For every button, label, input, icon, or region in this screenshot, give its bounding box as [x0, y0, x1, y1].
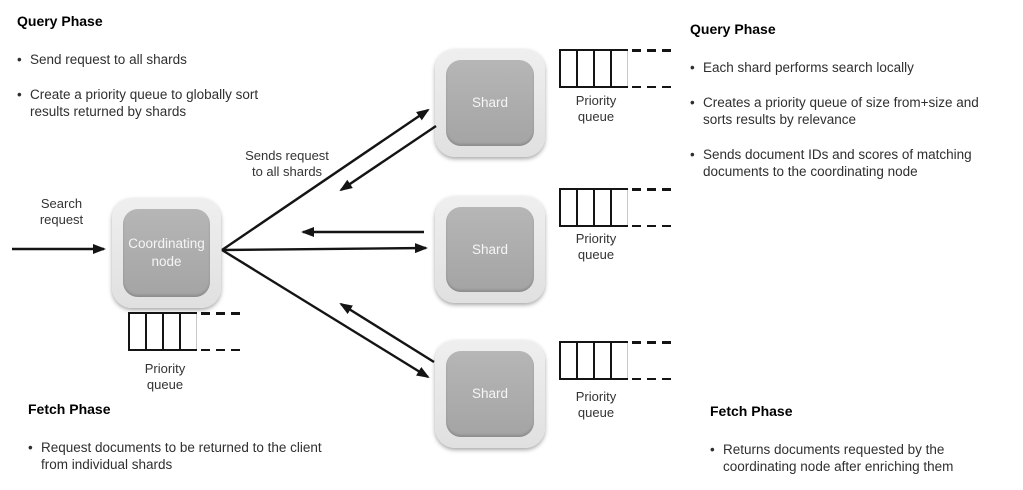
bullet-item: Creates a priority queue of size from+si…	[690, 94, 1010, 128]
shard-node-label: Shard	[446, 351, 534, 437]
bullet-item: Request documents to be returned to the …	[28, 439, 368, 473]
bullet-item: Returns documents requested by the coord…	[710, 441, 1020, 475]
queue-cells	[559, 188, 628, 227]
shard-node-label: Shard	[446, 207, 534, 292]
bullet-item: Sends document IDs and scores of matchin…	[690, 146, 1010, 180]
panel-heading: Fetch Phase	[28, 401, 111, 417]
bullet-item: Create a priority queue to globally sort…	[17, 86, 297, 120]
queue-dashed-extension	[201, 312, 243, 351]
queue-cell	[578, 343, 595, 378]
queue-cell	[130, 314, 147, 349]
shard-node-bottom: Shard	[435, 340, 545, 448]
queue-cell	[181, 314, 197, 349]
panel-fetch-phase-right: Fetch Phase Returns documents requested …	[710, 403, 1020, 490]
priority-queue-label-coordinating: Priority queue	[144, 361, 186, 392]
queue-cells	[559, 341, 628, 380]
coordinating-node-label: Coordinating node	[123, 209, 210, 297]
queue-cell	[595, 190, 612, 225]
queue-cell	[612, 51, 628, 86]
queue-dashed-extension	[632, 188, 674, 227]
coordinating-node-box: Coordinating node	[112, 198, 221, 308]
arrow-shard-bottom-to-coordinating	[339, 302, 435, 364]
bullet-list: Send request to all shards Create a prio…	[17, 51, 297, 120]
queue-cell	[561, 343, 578, 378]
priority-queue-graphic-coordinating	[128, 312, 243, 351]
queue-cell	[578, 190, 595, 225]
panel-fetch-phase-left: Fetch Phase Request documents to be retu…	[28, 401, 368, 490]
bullet-list: Request documents to be returned to the …	[28, 439, 368, 473]
queue-dashed-extension	[632, 341, 674, 380]
queue-dashed-extension	[632, 49, 674, 88]
queue-cell	[578, 51, 595, 86]
bullet-item: Send request to all shards	[17, 51, 297, 68]
priority-queue-graphic-top	[559, 49, 674, 88]
queue-cell	[595, 51, 612, 86]
search-request-label: Search request	[39, 196, 84, 227]
arrow-coordinating-to-shard-bottom	[221, 248, 430, 379]
panel-heading: Fetch Phase	[710, 403, 793, 419]
queue-cells	[128, 312, 197, 351]
sends-request-label: Sends request to all shards	[245, 148, 329, 179]
panel-query-phase-right: Query Phase Each shard performs search l…	[690, 21, 1010, 198]
arrow-coordinating-to-shard-middle	[221, 243, 428, 254]
panel-query-phase-left: Query Phase Send request to all shards C…	[17, 13, 297, 138]
priority-queue-label-middle: Priority queue	[575, 231, 617, 262]
queue-cell	[612, 190, 628, 225]
priority-queue-graphic-bottom	[559, 341, 674, 380]
queue-cell	[561, 51, 578, 86]
queue-cell	[612, 343, 628, 378]
queue-cell	[147, 314, 164, 349]
bullet-list: Each shard performs search locally Creat…	[690, 59, 1010, 180]
panel-heading: Query Phase	[17, 13, 103, 29]
shard-node-top: Shard	[435, 49, 545, 157]
queue-cell	[164, 314, 181, 349]
queue-cell	[561, 190, 578, 225]
bullet-list: Returns documents requested by the coord…	[710, 441, 1020, 475]
queue-cells	[559, 49, 628, 88]
priority-queue-label-top: Priority queue	[575, 93, 617, 124]
priority-queue-graphic-middle	[559, 188, 674, 227]
shard-node-middle: Shard	[435, 196, 545, 303]
queue-cell	[595, 343, 612, 378]
bullet-item: Each shard performs search locally	[690, 59, 1010, 76]
panel-heading: Query Phase	[690, 21, 776, 37]
priority-queue-label-bottom: Priority queue	[575, 389, 617, 420]
shard-node-label: Shard	[446, 60, 534, 146]
